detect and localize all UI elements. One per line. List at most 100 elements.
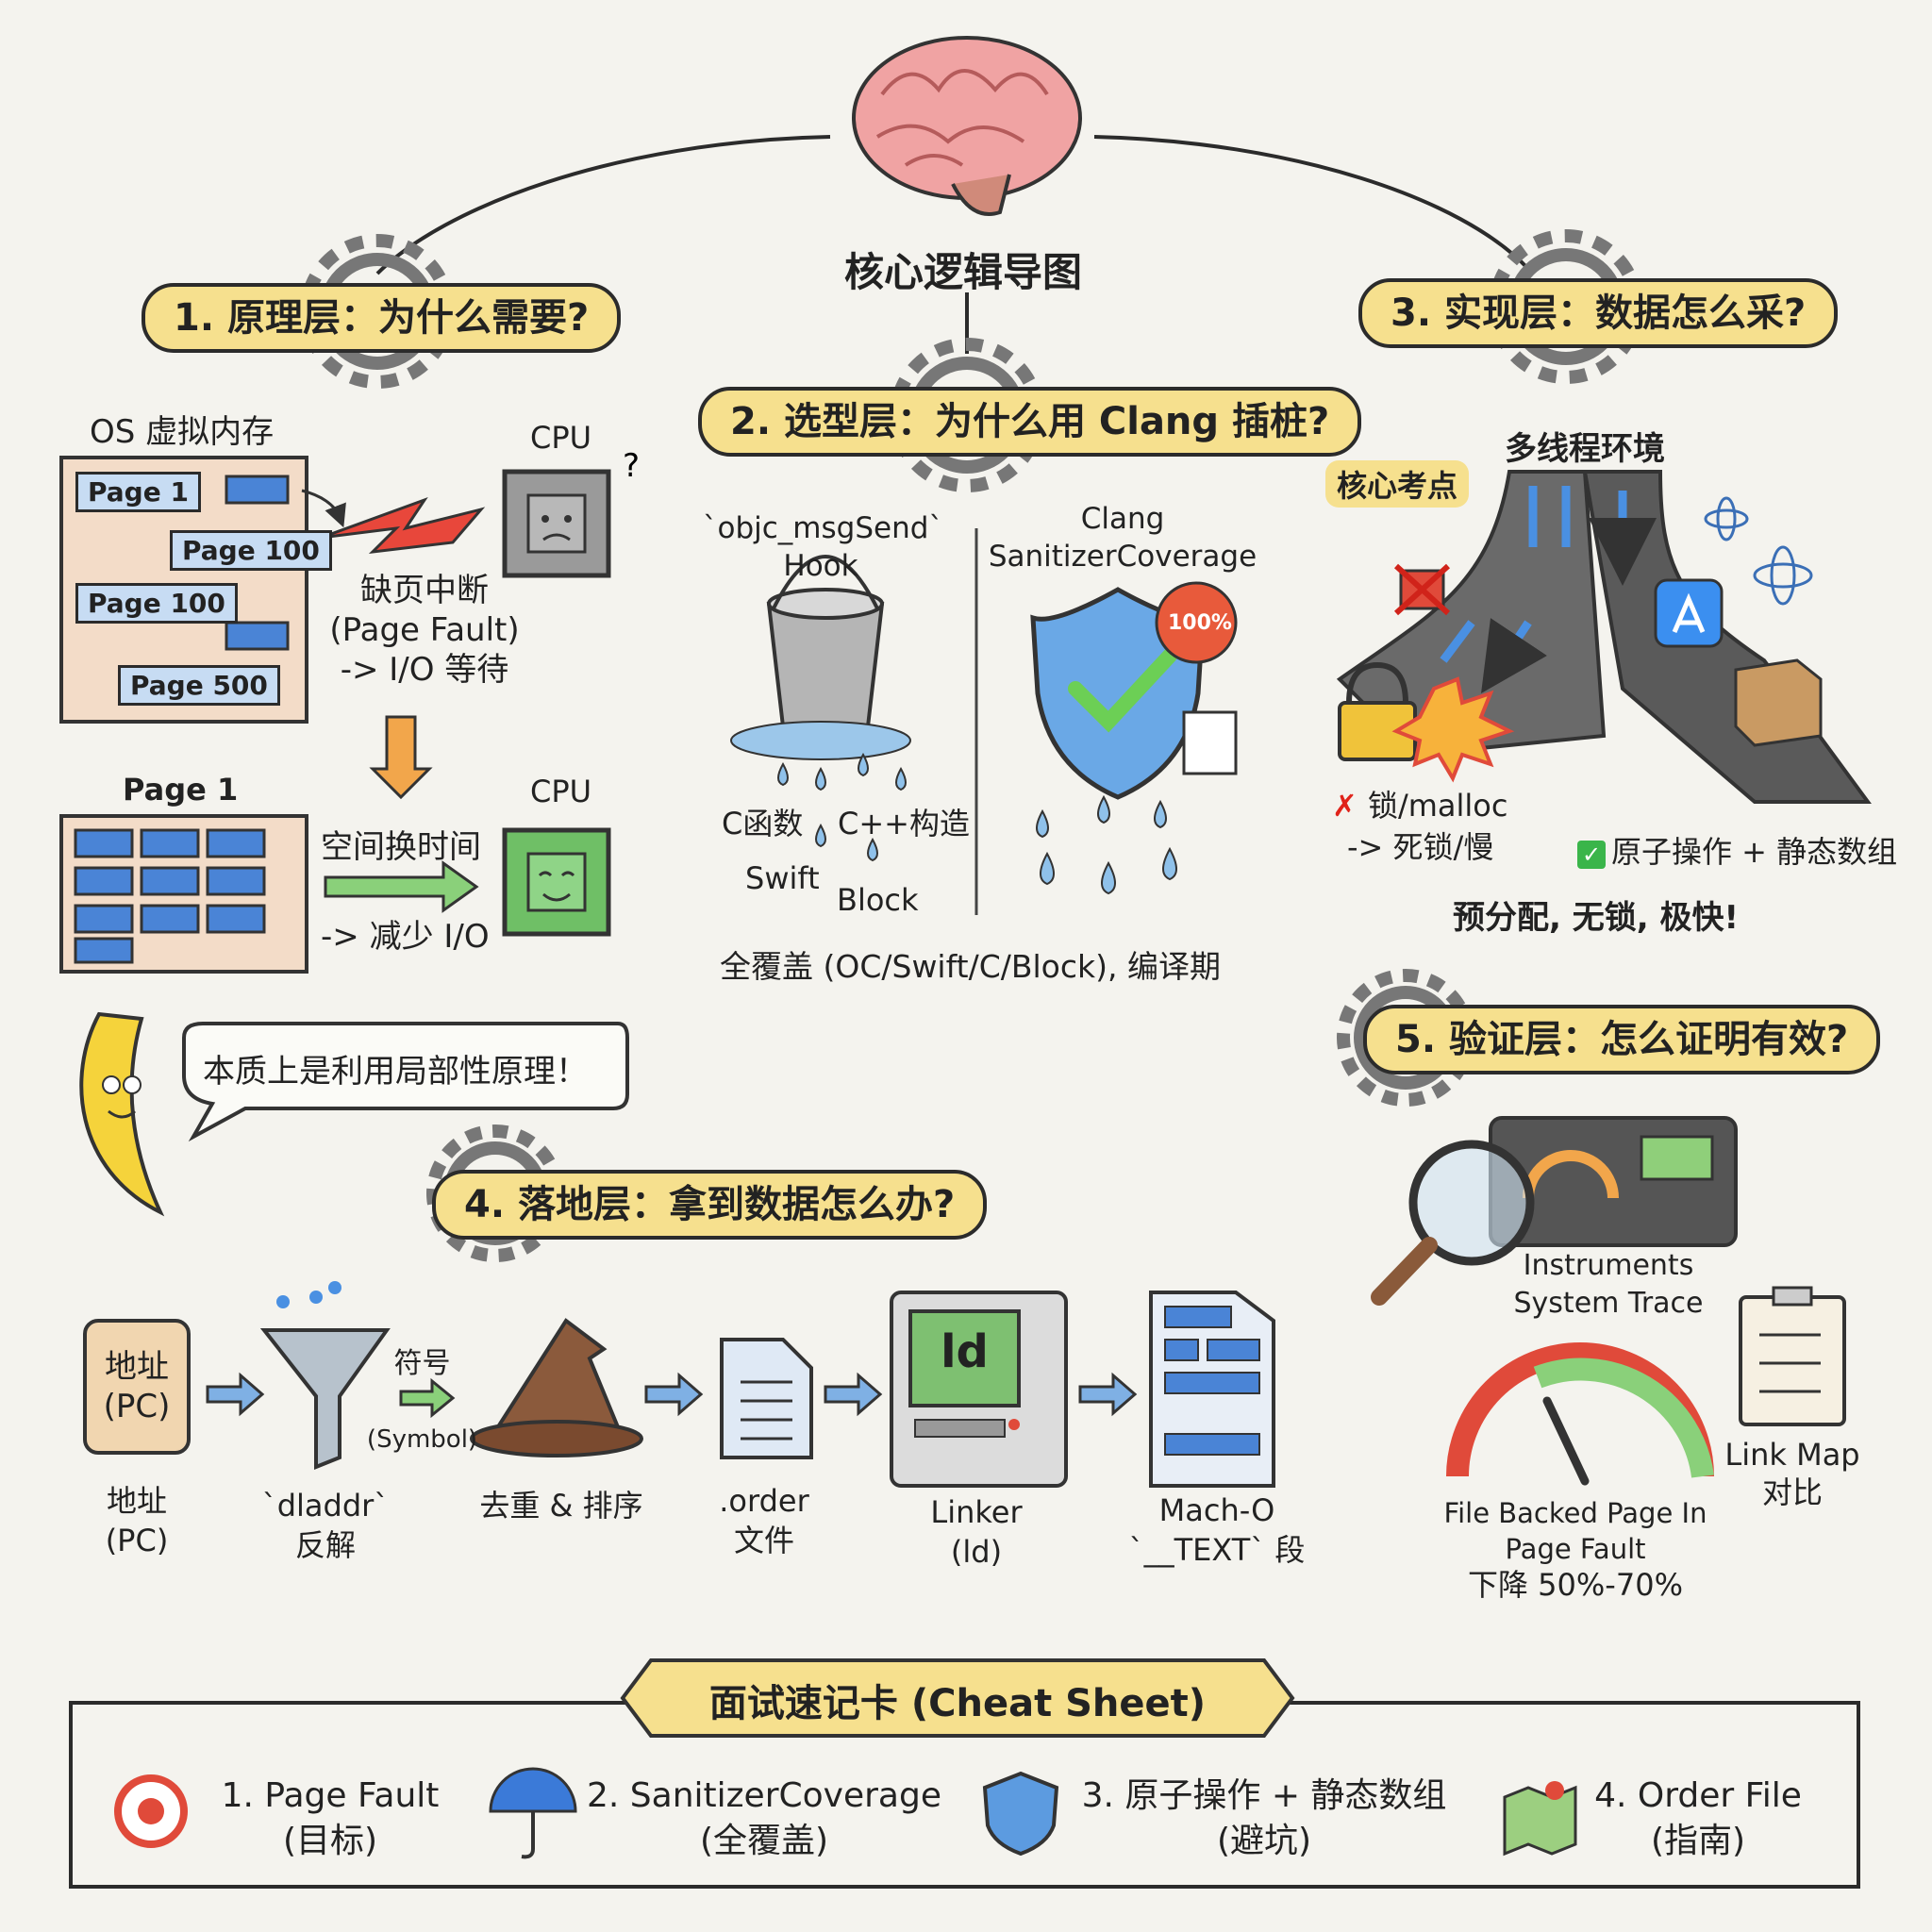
- page1-label: Page 1: [123, 772, 239, 808]
- objc-hook-line: Hook: [783, 549, 858, 583]
- drop-label: C函数: [722, 806, 804, 841]
- trade-label: 空间换时间: [321, 828, 481, 866]
- symbol-line: 符号: [393, 1347, 451, 1380]
- instruments-line: Instruments: [1523, 1249, 1694, 1282]
- layer1-title: 1. 原理层：为什么需要?: [142, 283, 622, 353]
- banana-speech: 本质上是利用局部性原理！: [203, 1053, 588, 1091]
- cheat-line: 1. Page Fault: [221, 1776, 440, 1815]
- down-arrow-icon: [369, 715, 433, 800]
- cpu-happy-icon: [502, 827, 611, 937]
- gauge-line: File Backed Page In: [1443, 1497, 1707, 1529]
- step-line: .order: [719, 1483, 809, 1519]
- step-line: 文件: [733, 1523, 794, 1558]
- cheat-line: 4. Order File: [1594, 1776, 1802, 1815]
- pipeline-step-6: Mach-O`__TEXT` 段: [1113, 1491, 1321, 1570]
- scroll-icon: [83, 1319, 191, 1455]
- step-line: (PC): [105, 1523, 169, 1558]
- bad-line: -> 死锁/慢: [1347, 829, 1494, 865]
- water-drops-left: [777, 752, 907, 862]
- fault-line: (Page Fault): [329, 611, 520, 649]
- magnifier-icon: [1371, 1140, 1535, 1306]
- connector-arc-right: [1093, 135, 1530, 271]
- drop-label: Swift: [745, 860, 820, 896]
- clipboard-checklist-icon: [1739, 1286, 1846, 1426]
- layer4-title: 4. 落地层：拿到数据怎么办?: [432, 1170, 988, 1240]
- cheat-item-4: 4. Order File (指南): [1585, 1774, 1811, 1864]
- linkmap-line: Link Map: [1724, 1437, 1860, 1473]
- atom-icon-1: [1704, 496, 1749, 541]
- pipeline-arrows: [206, 1372, 1138, 1419]
- padlock-icon: [1338, 661, 1417, 761]
- speech-bubble: [182, 1022, 629, 1142]
- layer3-title: 3. 实现层：数据怎么采?: [1358, 278, 1839, 348]
- scroll-line: 地址: [105, 1348, 169, 1386]
- drop-label: Block: [837, 882, 919, 918]
- cheat-line: (指南): [1650, 1822, 1746, 1860]
- cheat-line: (避坑): [1216, 1822, 1312, 1860]
- scroll-line: (PC): [103, 1388, 171, 1425]
- fault-line: -> I/O 等待: [340, 651, 509, 689]
- pipeline-step-4: .order 文件: [693, 1481, 835, 1560]
- cheat-line: (全覆盖): [699, 1822, 829, 1860]
- ordered-pages: [74, 828, 266, 964]
- fault-line: 缺页中断: [360, 572, 489, 609]
- right-arrow-green-icon: [324, 860, 479, 913]
- cheat-line: 3. 原子操作 + 静态数组: [1081, 1776, 1447, 1815]
- gauge-line: 下降 50%-70%: [1468, 1567, 1683, 1603]
- sanitizer-title: Clang SanitizerCoverage: [986, 500, 1259, 575]
- computer-linker-icon: [890, 1291, 1068, 1488]
- layer2-title: 2. 选型层：为什么用 Clang 插桩?: [698, 387, 1362, 457]
- funnel-icon: [259, 1281, 391, 1470]
- bad-approach: ✗ 锁/malloc -> 死锁/慢: [1332, 785, 1507, 868]
- macho-doc-icon: [1149, 1291, 1275, 1488]
- bad-line: 锁/malloc: [1367, 788, 1508, 824]
- step-line: (ld): [950, 1534, 1003, 1570]
- page-label: Page 1: [75, 472, 201, 512]
- step-line: 去重 & 排序: [479, 1488, 643, 1524]
- atom-icon-2: [1753, 545, 1813, 606]
- water-drops-right: [1036, 794, 1177, 895]
- layer5-title: 5. 验证层：怎么证明有效?: [1363, 1005, 1881, 1074]
- shield-icon: [982, 1771, 1059, 1857]
- step-line: 地址: [106, 1483, 167, 1519]
- cheat-ribbon: [620, 1658, 1295, 1738]
- drop-label: C++构造: [838, 806, 970, 841]
- target-icon: [114, 1774, 188, 1848]
- gauge-label: File Backed Page In Page Fault 下降 50%-70…: [1420, 1495, 1731, 1603]
- banana-mascot-icon: [79, 1011, 165, 1217]
- key-point-tag: 核心考点: [1325, 460, 1470, 508]
- umbrella-icon: [489, 1767, 577, 1859]
- cheat-item-3: 3. 原子操作 + 静态数组 (避坑): [1066, 1774, 1462, 1864]
- app-store-icon: [1654, 578, 1724, 648]
- svg-text:?: ?: [623, 447, 640, 485]
- sanitizer-line: Clang: [1080, 502, 1165, 536]
- fault-arrow: [301, 489, 346, 528]
- reduce-io-label: -> 减少 I/O: [321, 918, 490, 956]
- explosion-icon: [1391, 676, 1515, 783]
- instruments-device-icon: [1489, 1116, 1738, 1247]
- cheat-item-2: 2. SanitizerCoverage(全覆盖): [580, 1774, 948, 1864]
- brain-icon: [852, 36, 1082, 216]
- cheat-item-1: 1. Page Fault(目标): [193, 1774, 467, 1864]
- os-memory-label: OS 虚拟内存: [90, 413, 275, 451]
- instruments-label: Instruments System Trace: [1491, 1247, 1726, 1323]
- lightning-icon: [320, 497, 486, 554]
- shield-check-icon: [1030, 581, 1238, 800]
- cheat-sheet-title: 面试速记卡 (Cheat Sheet): [708, 1682, 1207, 1725]
- coverage-badge: 100%: [1168, 611, 1232, 635]
- linkmap-line: 对比: [1761, 1474, 1823, 1510]
- step-line: `__TEXT` 段: [1128, 1532, 1306, 1568]
- symbol-line: (Symbol): [366, 1425, 478, 1454]
- cpu-label-bottom: CPU: [530, 774, 592, 809]
- pipeline-step-1: 地址 (PC): [66, 1481, 208, 1560]
- wizard-hat-icon: [470, 1318, 643, 1457]
- pipeline-step-2: `dladdr`反解: [255, 1486, 396, 1565]
- contract-icon: [1182, 710, 1238, 775]
- step-line: 反解: [294, 1527, 356, 1563]
- step-line: `dladdr`: [261, 1488, 390, 1524]
- connector-arc-left: [375, 135, 831, 275]
- gauge-line: Page Fault: [1505, 1533, 1646, 1565]
- center-title: 核心逻辑导图: [844, 249, 1083, 295]
- cpu-label-top: CPU: [530, 420, 592, 456]
